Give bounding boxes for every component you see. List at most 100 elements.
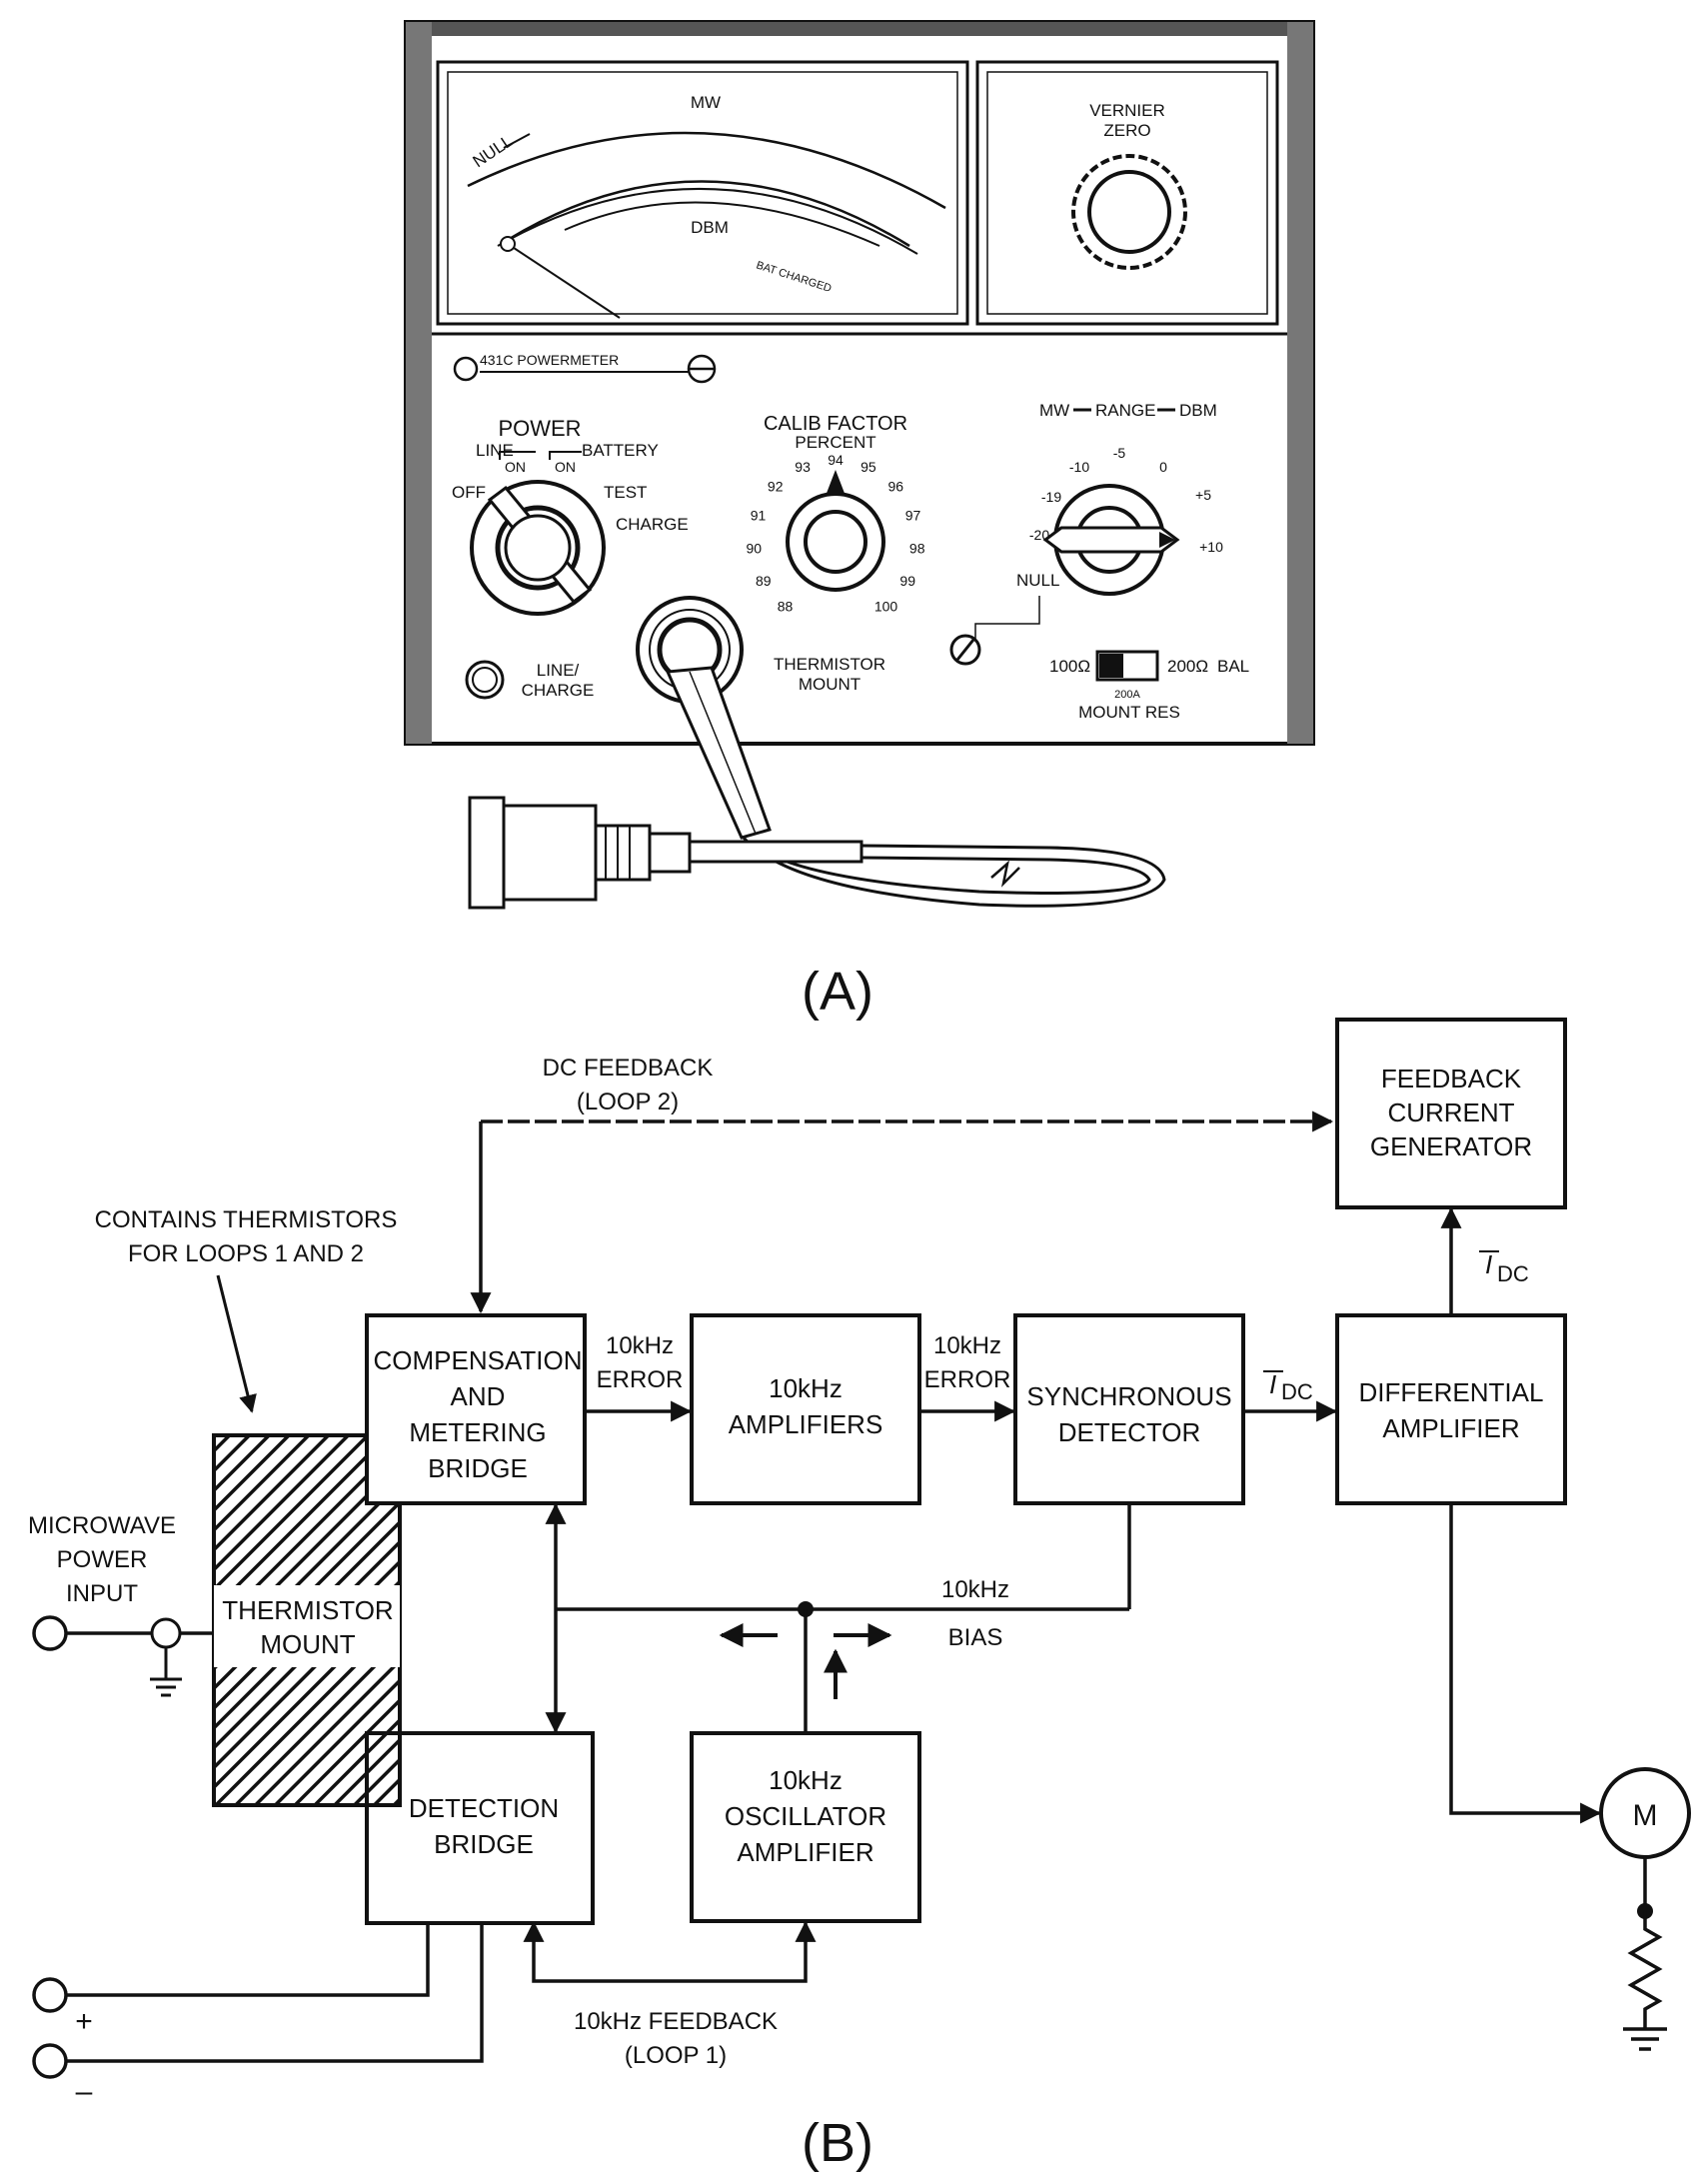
thermistor-cable [468, 666, 1166, 910]
mw-input-label-3: INPUT [66, 1580, 138, 1607]
power-test-label: TEST [604, 483, 647, 502]
range-ticks: -20-19-10-50+5+10 [1029, 445, 1223, 555]
calib-percent: PERCENT [795, 433, 875, 452]
svg-text:THERMISTOR: THERMISTOR [222, 1595, 393, 1625]
panel-b-block-diagram: DC FEEDBACK (LOOP 2) CONTAINS THERMISTOR… [28, 1018, 1691, 2108]
svg-text:OSCILLATOR: OSCILLATOR [725, 1801, 886, 1831]
error-label-1a: 10kHz [606, 1332, 674, 1359]
panel-a-instrument: MW NULL DBM BAT CHARGED VERNIER ZERO 431… [404, 20, 1315, 910]
meter-dbm-label: DBM [691, 218, 729, 237]
null-label: NULL [1016, 571, 1059, 590]
calib-tick-label: 94 [828, 452, 844, 468]
range-tick-label: +5 [1195, 487, 1211, 503]
error-label-2b: ERROR [924, 1366, 1011, 1393]
svg-text:AMPLIFIER: AMPLIFIER [1382, 1413, 1519, 1443]
range-title: RANGE [1095, 401, 1155, 420]
svg-text:I: I [1485, 1249, 1492, 1279]
calib-tick-label: 88 [778, 599, 794, 615]
dc-feedback-label-1: DC FEEDBACK [543, 1055, 714, 1082]
bias-label-1: 10kHz [941, 1576, 1009, 1603]
calib-title: CALIB FACTOR [764, 413, 907, 435]
calib-tick-label: 97 [905, 507, 921, 523]
svg-text:DC: DC [1497, 1261, 1529, 1286]
svg-text:M: M [1633, 1799, 1658, 1832]
mw-input-label-2: POWER [57, 1546, 148, 1573]
calib-factor-knob[interactable] [786, 470, 885, 592]
range-tick-label: +10 [1199, 539, 1223, 555]
calib-tick-label: 90 [747, 541, 763, 557]
model-label: 431C POWERMETER [480, 352, 619, 368]
power-title: POWER [498, 416, 581, 441]
meter-window [436, 60, 969, 326]
range-tick-label: -10 [1069, 459, 1089, 475]
mount-res-bal: BAL [1217, 657, 1249, 676]
detection-bridge-block: DETECTION BRIDGE [365, 1731, 595, 1925]
synchronous-detector-block: SYNCHRONOUS DETECTOR [1013, 1313, 1245, 1505]
meter-needle [507, 243, 621, 319]
range-tick-label: 0 [1159, 459, 1167, 475]
compensation-metering-bridge-block: COMPENSATION AND METERING BRIDGE [365, 1313, 587, 1505]
minus-terminal: – [32, 1923, 484, 2108]
range-tick-label: -5 [1113, 445, 1126, 461]
power-on-right: ON [555, 459, 576, 475]
idc-label-2: I DC [1479, 1249, 1529, 1286]
svg-text:AMPLIFIER: AMPLIFIER [737, 1837, 873, 1867]
power-off-label: OFF [452, 483, 486, 502]
power-battery-label: BATTERY [582, 441, 659, 460]
error-label-1b: ERROR [597, 1366, 684, 1393]
meter-m-symbol: M [1599, 1767, 1691, 1859]
svg-text:+: + [75, 2005, 93, 2038]
line-charge-line2: CHARGE [522, 681, 595, 700]
power-switch-knob[interactable] [470, 480, 606, 616]
mount-res-label: MOUNT RES [1078, 703, 1180, 722]
vernier-zero-knob[interactable] [1071, 154, 1187, 270]
plus-terminal: + [32, 1923, 430, 2038]
svg-text:AMPLIFIERS: AMPLIFIERS [729, 1409, 883, 1439]
feedback-loop1-label-2: (LOOP 1) [625, 2042, 727, 2069]
mount-res-switch[interactable] [1095, 650, 1159, 682]
calib-tick-label: 91 [751, 507, 767, 523]
line-charge-lamp [465, 660, 505, 700]
svg-text:COMPENSATION: COMPENSATION [374, 1345, 583, 1375]
svg-text:GENERATOR: GENERATOR [1370, 1131, 1532, 1161]
thermistor-line1: THERMISTOR [774, 655, 885, 674]
svg-text:BRIDGE: BRIDGE [434, 1829, 534, 1859]
error-label-2a: 10kHz [933, 1332, 1001, 1359]
calib-tick-label: 89 [756, 573, 772, 589]
vernier-line1: VERNIER [1089, 101, 1165, 120]
null-adjust-screw[interactable] [949, 634, 981, 666]
resistor-to-ground [1623, 1911, 1667, 2051]
svg-text:MOUNT: MOUNT [260, 1629, 355, 1659]
svg-text:AND: AND [451, 1381, 506, 1411]
svg-text:DETECTION: DETECTION [409, 1793, 559, 1823]
svg-text:BRIDGE: BRIDGE [428, 1453, 528, 1483]
svg-text:10kHz: 10kHz [769, 1373, 843, 1403]
calib-tick-label: 96 [888, 478, 904, 494]
bias-label-2: BIAS [948, 1624, 1003, 1651]
meter-mw-label: MW [691, 93, 721, 112]
oscillator-amplifier-block: 10kHz OSCILLATOR AMPLIFIER [690, 1731, 921, 1923]
calib-tick-label: 98 [909, 541, 925, 557]
svg-text:I: I [1269, 1369, 1276, 1399]
contains-note-2: FOR LOOPS 1 AND 2 [128, 1240, 364, 1267]
svg-text:METERING: METERING [409, 1417, 546, 1447]
feedback-loop1-label-1: 10kHz FEEDBACK [574, 2008, 778, 2035]
panel-b-label: (B) [802, 2113, 873, 2173]
panel-a-label: (A) [802, 962, 873, 1022]
svg-text:FEEDBACK: FEEDBACK [1381, 1064, 1522, 1093]
range-tick-label: -19 [1041, 489, 1061, 505]
svg-text:DETECTOR: DETECTOR [1058, 1417, 1201, 1447]
range-switch-knob[interactable] [1042, 484, 1180, 596]
svg-text:CURRENT: CURRENT [1387, 1097, 1514, 1127]
mount-res-200: 200Ω [1167, 657, 1208, 676]
amplifiers-block: 10kHz AMPLIFIERS [690, 1313, 921, 1505]
differential-amplifier-block: DIFFERENTIAL AMPLIFIER [1335, 1313, 1567, 1505]
calib-tick-label: 95 [860, 459, 876, 475]
mount-res-200a: 200A [1114, 689, 1140, 701]
power-line-label: LINE [476, 441, 514, 460]
calib-tick-label: 92 [768, 478, 784, 494]
range-mw-label: MW [1039, 401, 1069, 420]
svg-text:10kHz: 10kHz [769, 1765, 843, 1795]
